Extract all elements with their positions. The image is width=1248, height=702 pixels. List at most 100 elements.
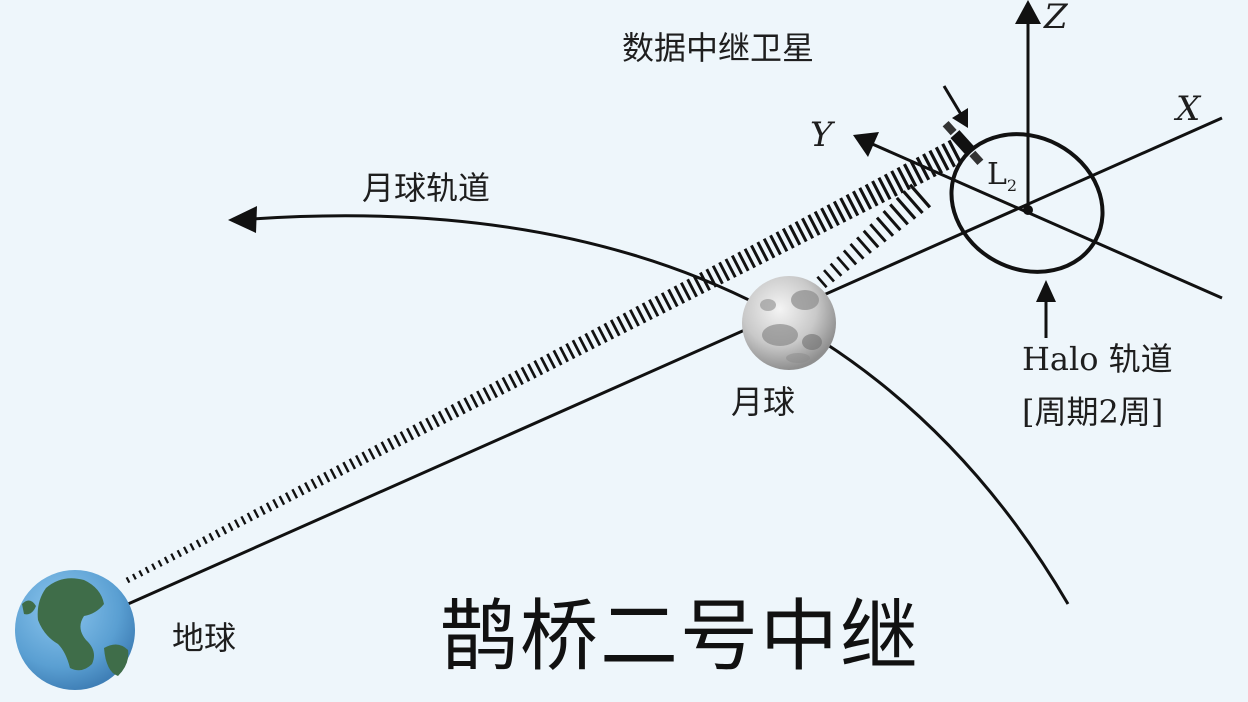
relay-beam-earth-tick xyxy=(934,146,950,171)
relay-beam-earth-tick xyxy=(826,204,840,226)
relay-beam-moon-tick xyxy=(902,190,924,215)
relay-beam-earth xyxy=(125,139,963,584)
relay-beam-moon-tick xyxy=(829,262,843,277)
relay-beam-earth-tick xyxy=(482,387,492,402)
relay-beam-earth-tick xyxy=(195,539,202,548)
relay-beam-earth-tick xyxy=(278,495,286,506)
relay-beam-earth-tick xyxy=(412,424,421,438)
relay-beam-earth-tick xyxy=(896,166,911,191)
relay-beam-moon-tick xyxy=(882,210,902,232)
relay-beam-earth-tick xyxy=(947,139,963,165)
relay-beam-earth-tick xyxy=(654,295,666,314)
relay-beam-earth-tick xyxy=(629,309,640,327)
l2-label-subscript: 2 xyxy=(1006,176,1018,195)
relay-beam-earth-tick xyxy=(616,315,628,334)
relay-beam-earth-tick xyxy=(176,549,182,558)
relay-beam-earth-tick xyxy=(284,492,292,502)
relay-beam-earth-tick xyxy=(386,437,395,451)
relay-beam-earth-tick xyxy=(641,302,653,321)
relay-beam-earth-tick xyxy=(801,217,815,239)
l2-label: L2 xyxy=(987,160,1017,194)
relay-beam-earth-tick xyxy=(335,465,344,477)
relay-beam-earth-tick xyxy=(444,407,453,421)
relay-beam-moon-tick xyxy=(842,249,858,266)
relay-beam-earth-tick xyxy=(507,373,518,389)
relay-beam-moon-tick xyxy=(816,275,828,289)
relay-beam-moon-tick xyxy=(823,269,835,283)
relay-beam-earth-tick xyxy=(495,380,505,395)
relay-beam-earth-tick xyxy=(788,224,802,246)
relay-beam-earth-tick xyxy=(355,454,363,467)
relay-beam-earth-tick xyxy=(928,149,944,175)
relay-beam-earth-tick xyxy=(603,322,615,340)
relay-beam-earth-tick xyxy=(533,359,544,376)
relay-beam-earth-tick xyxy=(622,312,634,330)
relay-beam-earth-tick xyxy=(730,254,744,275)
relay-beam-earth-tick xyxy=(380,441,389,454)
relay-beam-earth-tick xyxy=(781,227,795,249)
relay-beam-earth-tick xyxy=(323,471,331,483)
earth-label: 地球 xyxy=(172,619,237,657)
axis-z-label: Z xyxy=(1044,0,1068,37)
relay-beam-earth-tick xyxy=(909,160,924,184)
relay-beam-earth-tick xyxy=(584,332,595,350)
relay-beam-earth-tick xyxy=(189,542,195,551)
relay-beam-earth-tick xyxy=(488,383,499,399)
axis-y-label: Y xyxy=(810,115,833,155)
relay-beam-earth-tick xyxy=(718,261,731,282)
relay-beam-earth-tick xyxy=(418,420,428,434)
relay-beam-earth-tick xyxy=(437,410,447,425)
relay-beam-earth-tick xyxy=(246,512,253,522)
halo-orbit-ellipse xyxy=(949,132,1105,274)
relay-beam-earth-tick xyxy=(520,366,531,382)
axis-z-arrowhead xyxy=(1015,0,1041,24)
relay-beam-earth-tick xyxy=(163,556,170,564)
relay-beam-earth-tick xyxy=(590,329,602,347)
relay-beam-earth-tick xyxy=(501,376,511,392)
relay-beam-earth-tick xyxy=(253,509,260,519)
relay-beam-earth-tick xyxy=(699,271,711,291)
relay-beam-earth-tick xyxy=(839,197,853,220)
relay-beam-earth-tick xyxy=(737,251,750,272)
relay-beam-moon xyxy=(816,183,932,289)
relay-beam-earth-tick xyxy=(514,370,524,386)
relay-beam-moon-tick xyxy=(895,196,917,220)
relay-beam-earth-tick xyxy=(221,526,228,535)
relay-beam-earth-tick xyxy=(756,241,769,262)
relay-beam-earth-tick xyxy=(832,200,847,223)
relay-beam-earth-tick xyxy=(463,397,473,412)
moon-icon xyxy=(742,276,836,370)
relay-beam-earth-tick xyxy=(214,529,221,538)
relay-beam-earth-tick xyxy=(399,431,408,444)
halo-period-label: [周期2周] xyxy=(1022,393,1164,431)
relay-beam-earth-tick xyxy=(571,339,582,356)
relay-beam-earth-tick xyxy=(425,417,434,431)
relay-beam-earth-tick xyxy=(157,559,163,567)
relay-beam-earth-tick xyxy=(348,458,357,470)
relay-beam-earth-tick xyxy=(578,336,589,353)
relay-beam-earth-tick xyxy=(883,173,898,197)
relay-beam-earth-tick xyxy=(558,346,569,363)
earth-moon-line xyxy=(127,116,1223,606)
relay-beam-earth-tick xyxy=(762,237,776,259)
relay-beam-earth-tick xyxy=(374,444,382,457)
relay-beam-earth-tick xyxy=(316,475,324,486)
relay-beam-earth-tick xyxy=(609,319,621,337)
relay-beam-earth-tick xyxy=(711,265,724,285)
moon-orbit-label: 月球轨道 xyxy=(362,169,491,207)
relay-beam-earth-tick xyxy=(813,210,827,233)
relay-beam-earth-tick xyxy=(259,505,266,515)
relay-beam-earth-tick xyxy=(132,573,137,580)
relay-beam-earth-tick xyxy=(297,485,305,496)
relay-beam-earth-tick xyxy=(686,278,698,298)
relay-beam-earth-tick xyxy=(743,248,756,269)
relay-beam-moon-tick xyxy=(875,216,895,237)
relay-beam-earth-tick xyxy=(922,153,937,178)
relay-beam-earth-tick xyxy=(648,298,660,317)
relay-satellite-icon xyxy=(942,121,984,165)
relay-beam-earth-tick xyxy=(265,502,273,512)
relay-beam-earth-tick xyxy=(202,536,208,545)
relay-beam-earth-tick xyxy=(227,522,234,532)
relay-beam-earth-tick xyxy=(902,163,918,188)
relay-beam-earth-tick xyxy=(151,563,157,571)
